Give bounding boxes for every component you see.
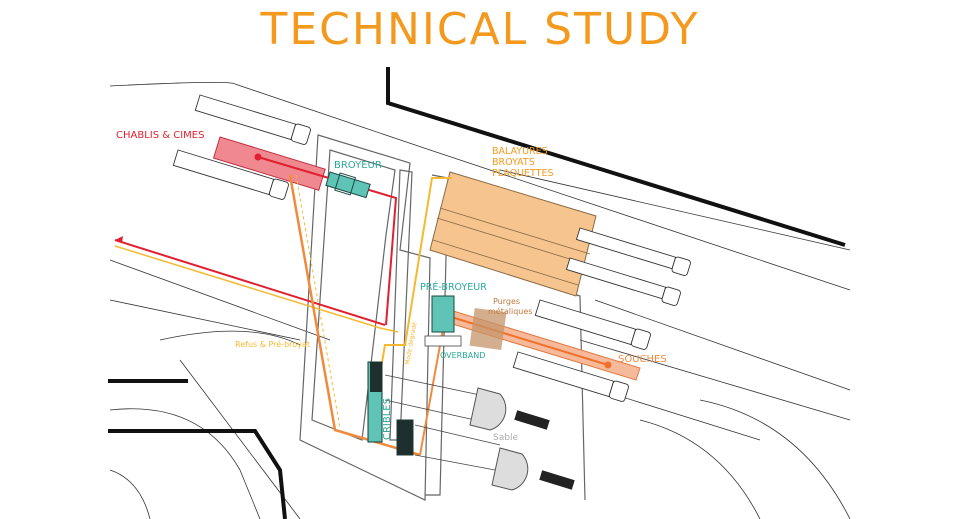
balayures-label: BALAYURES (492, 146, 548, 157)
purges-label-2: métaliques (488, 306, 532, 316)
sable-hoppers (469, 387, 529, 491)
chablis-label: CHABLIS & CIMES (116, 130, 204, 141)
broyeur-label: BROYEUR (334, 160, 382, 171)
storage-area (429, 171, 597, 297)
road-edge-thick (108, 67, 846, 519)
pre-broyeur-label: PRÉ-BROYEUR (420, 281, 487, 293)
cribles-label: CRIBLES (382, 398, 393, 440)
souches-label: SOUCHES (618, 354, 667, 365)
chablis-hopper (212, 136, 326, 191)
crible-outputs (384, 374, 501, 471)
red-conveyor (114, 156, 398, 326)
plaquettes-label: PLAQUETTES (492, 168, 553, 179)
refus-label: Refus & Pré-broyat (235, 339, 310, 349)
pre-broyeur-machine (424, 295, 462, 347)
road-lines (109, 82, 851, 519)
broyeur-machine (325, 171, 371, 199)
broyats-label: BROYATS (492, 157, 535, 168)
sable-label: Sable (493, 433, 518, 443)
overband-label: OVERBAND (440, 351, 485, 360)
yellow-line (114, 245, 399, 333)
cribles-machines (367, 361, 414, 456)
tractor-icons (514, 410, 575, 490)
trucks (172, 94, 691, 402)
purges-label-1: Purges (493, 297, 520, 306)
arrow-left-icon (115, 236, 123, 243)
page-title: TECHNICAL STUDY (260, 4, 700, 55)
